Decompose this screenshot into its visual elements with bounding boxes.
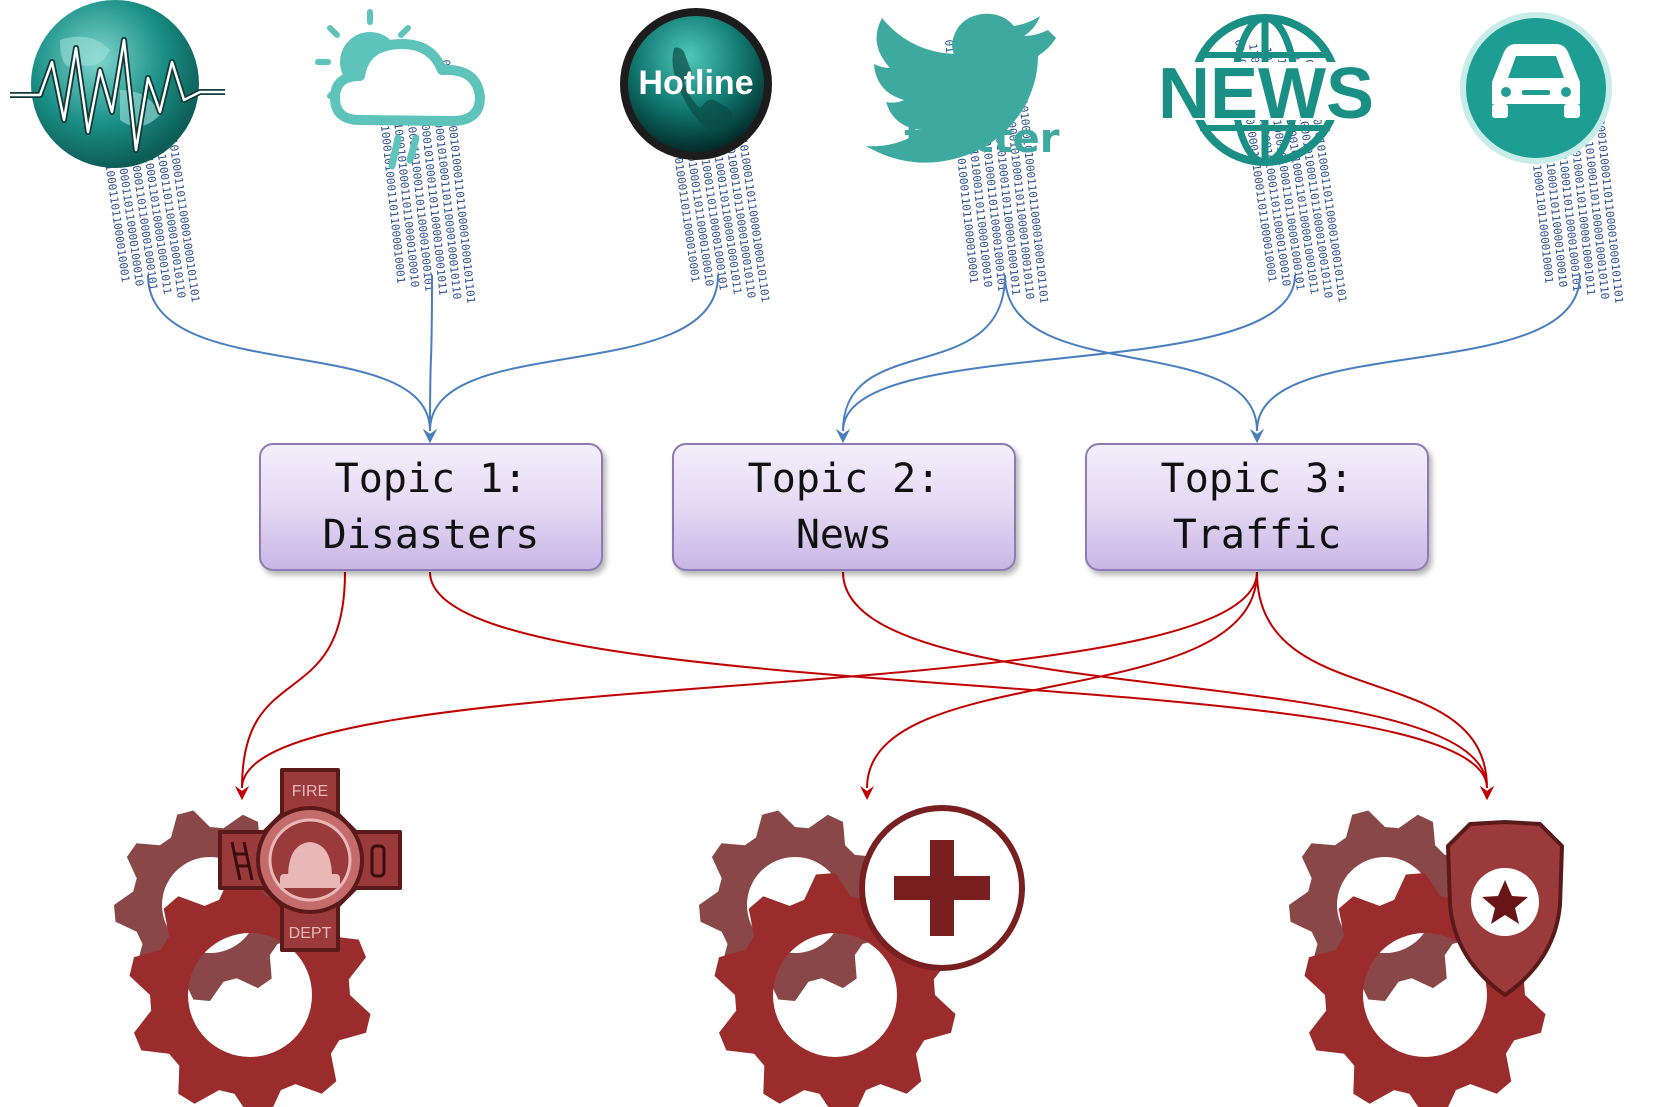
topic-number-label: Topic 1: xyxy=(334,456,528,502)
weather-cloud-icon xyxy=(315,9,485,170)
police-subscriber xyxy=(1289,810,1564,1107)
topic-number-label: Topic 2: xyxy=(747,456,941,502)
twitter-wordmark: twitter xyxy=(905,116,1060,162)
flow-edge xyxy=(1256,274,1581,432)
fire-department-badge-icon: FIRE DEPT xyxy=(218,768,402,952)
fire-badge-top-text: FIRE xyxy=(292,783,328,800)
topic-number-label: Topic 3: xyxy=(1160,456,1354,502)
binary-streams: 0110100011010100010100011011000010001110… xyxy=(85,39,1626,304)
flow-edge xyxy=(842,274,1296,432)
earthquake-globe-icon xyxy=(10,0,225,168)
flow-edge xyxy=(147,274,431,432)
twitter-bird-icon: twitter xyxy=(866,13,1060,163)
fire-badge-bottom-text: DEPT xyxy=(289,925,332,942)
medical-cross-icon xyxy=(859,805,1025,971)
flow-edge xyxy=(842,571,1488,789)
medical-subscriber xyxy=(699,805,1025,1107)
police-shield-icon xyxy=(1446,820,1564,997)
topic-name-label: Disasters xyxy=(322,512,540,558)
fire-department-subscriber: FIRE DEPT xyxy=(114,768,402,1107)
topic-name-label: News xyxy=(795,512,893,558)
arrowhead xyxy=(235,786,249,800)
flow-edge xyxy=(866,571,1258,789)
topic-box-news: Topic 2: News xyxy=(672,443,1016,571)
flow-edge xyxy=(1256,571,1488,789)
flow-edge xyxy=(241,571,346,789)
hotline-label: Hotline xyxy=(638,64,753,102)
flow-edge xyxy=(429,571,1488,789)
news-wordmark: NEWS xyxy=(1158,54,1374,134)
arrowhead xyxy=(860,786,874,800)
arrowhead xyxy=(1480,786,1494,800)
car-icon xyxy=(1460,12,1612,164)
topic-box-traffic: Topic 3: Traffic xyxy=(1085,443,1429,571)
flow-edge xyxy=(1004,274,1258,432)
arrowhead xyxy=(836,429,850,443)
flow-edge xyxy=(842,274,1006,432)
flow-edge xyxy=(429,274,719,432)
news-globe-icon: NEWS xyxy=(1152,14,1380,166)
arrowhead xyxy=(423,429,437,443)
topic-name-label: Traffic xyxy=(1172,512,1342,558)
flow-edge xyxy=(241,571,1258,789)
edges xyxy=(147,274,1581,800)
hotline-phone-icon: Hotline xyxy=(620,8,772,160)
arrowhead xyxy=(1250,429,1264,443)
flow-edge xyxy=(429,274,433,432)
topic-box-disasters: Topic 1: Disasters xyxy=(259,443,603,571)
